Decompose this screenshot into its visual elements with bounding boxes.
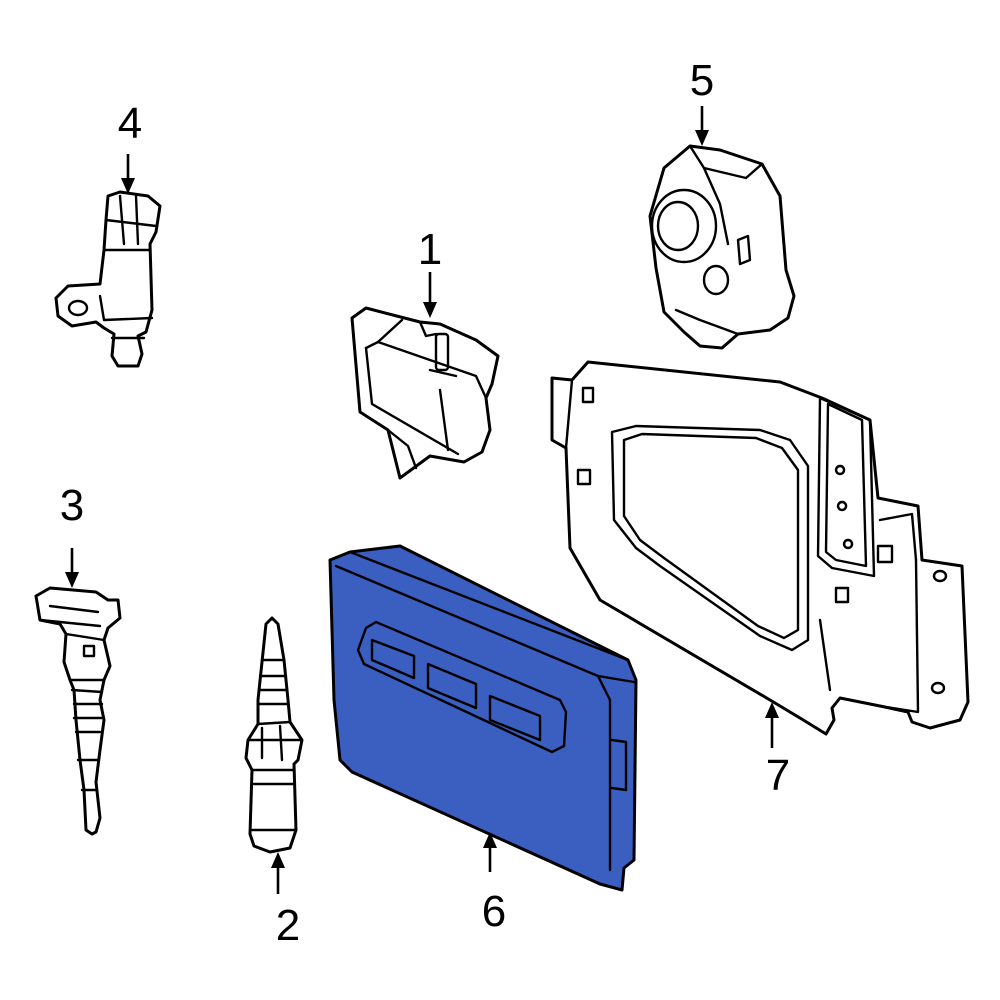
part-6-control-module[interactable]: [328, 544, 638, 892]
arrow-2: [271, 852, 285, 894]
arrow-4: [121, 154, 135, 194]
part-2-spark-plug[interactable]: [244, 616, 304, 854]
callout-4-label: 4: [118, 99, 142, 148]
arrow-1: [423, 272, 437, 318]
arrow-7: [765, 702, 779, 748]
callout-5-label: 5: [690, 56, 714, 105]
callout-6-label: 6: [482, 887, 506, 936]
arrow-6: [483, 832, 497, 872]
part-1-ignition-coil[interactable]: [350, 306, 500, 480]
arrow-3: [65, 548, 79, 588]
callout-3-label: 3: [60, 481, 84, 530]
callout-1-label: 1: [418, 225, 442, 274]
callout-7-label: 7: [766, 751, 790, 800]
callout-2-label: 2: [276, 901, 300, 950]
part-5-sensor[interactable]: [648, 144, 796, 350]
part-7-bracket[interactable]: [550, 360, 970, 736]
part-4-position-sensor[interactable]: [54, 190, 162, 368]
part-3-coil-on-plug[interactable]: [34, 586, 122, 836]
arrow-5: [695, 106, 709, 146]
